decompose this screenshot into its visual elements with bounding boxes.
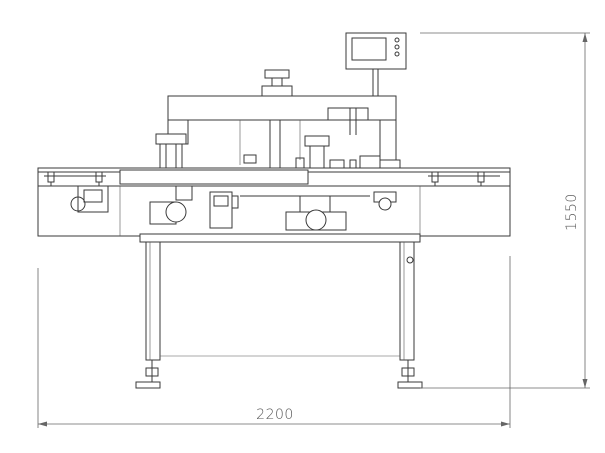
- table-top: [139, 233, 421, 243]
- width-dimension-label: 2200: [256, 407, 294, 423]
- drive-unit-center: [209, 191, 239, 229]
- table-left-leg: [135, 241, 161, 389]
- upper-beam: [167, 95, 397, 171]
- top-adjust-knob: [261, 69, 293, 97]
- drive-roller-left: [149, 185, 193, 225]
- left-labeling-head: [155, 133, 187, 169]
- left-adjuster: [70, 185, 109, 213]
- frame-body: [37, 185, 511, 237]
- control-panel: [345, 32, 407, 100]
- width-dimension: [37, 256, 511, 428]
- height-dimension-label: 1550: [564, 193, 580, 231]
- drive-roller-right: [240, 195, 370, 231]
- right-knob: [373, 191, 397, 211]
- conveyor: [37, 167, 511, 187]
- table-right-leg: [397, 241, 423, 389]
- height-dimension: [420, 32, 590, 389]
